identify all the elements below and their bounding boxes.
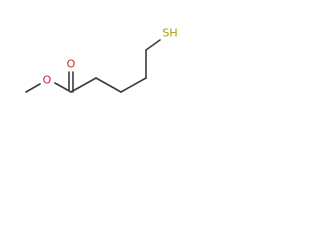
bond-ester-oxygen-carbonyl-carbon <box>54 82 72 93</box>
ester-oxygen-label: O <box>43 74 52 87</box>
carbonyl-oxygen-label: O <box>67 58 76 71</box>
bond-c3-c4 <box>120 77 147 93</box>
bond-c1-c2 <box>70 77 97 93</box>
bond-c2-c3 <box>95 77 122 93</box>
bond-c5-sulfur <box>145 39 161 51</box>
bond-methyl-ester-oxygen <box>25 83 41 93</box>
thiol-sulfur-label: SH <box>162 27 177 40</box>
molecule-diagram: O O SH <box>25 27 178 93</box>
